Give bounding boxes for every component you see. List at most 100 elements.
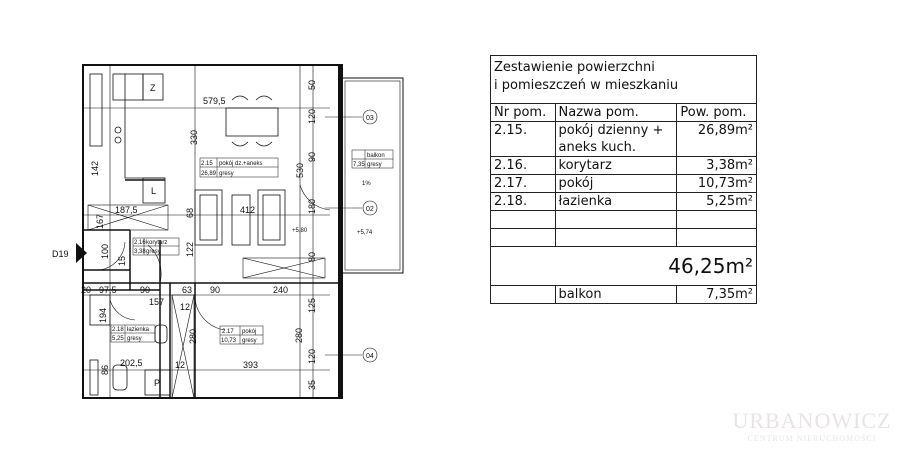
empty-row [490, 228, 757, 247]
balcony [341, 77, 404, 274]
row-name: pokój dzienny + aneks kuch. [554, 121, 678, 157]
door-swings [99, 184, 331, 331]
room-label-balcony: balkon 7,35 gresy [351, 149, 394, 169]
dim: 167 [95, 214, 105, 229]
dim: 12 [175, 360, 185, 370]
slope-mark: 1% [362, 181, 371, 187]
row-name-line1: pokój dzienny + [558, 123, 664, 138]
balcony-name: balkon [554, 285, 678, 304]
header-area: Pow. pom. [676, 103, 757, 122]
hatched-areas [87, 204, 326, 399]
dim: 80 [307, 252, 317, 262]
door-label: D19 [52, 249, 69, 259]
row-area: 10,73m² [676, 174, 757, 193]
room-area: 7,35 [353, 162, 365, 168]
dim: 280 [294, 328, 304, 343]
dim: 50 [307, 80, 317, 90]
room-area: 3,38 [134, 249, 146, 255]
room-label-2-17: 2.17 pokój 10,73 gresy [219, 325, 264, 345]
row-name: korytarz [554, 156, 678, 175]
room-area: 5,25 [112, 336, 124, 342]
room-name: pokój dz.+aneks [219, 161, 263, 167]
level-mark: +5,80 [292, 228, 308, 234]
row-area: 3,38m² [676, 156, 757, 175]
balcony-railing [344, 80, 401, 271]
empty-row [490, 210, 757, 229]
axis-markers [325, 109, 378, 363]
kitchen-counter [89, 73, 166, 204]
row-nr: 2.17. [490, 174, 556, 193]
dim: 412 [240, 205, 255, 215]
room-floor: gresy [146, 249, 161, 255]
row-nr: 2.16. [490, 156, 556, 175]
total-area: 46,25m² [490, 246, 757, 286]
dim: 100 [100, 244, 110, 259]
sofa-set [194, 189, 286, 246]
title-line-2: i pomieszczeń w mieszkaniu [494, 78, 679, 93]
row-area: 5,25m² [676, 192, 757, 211]
table-title: Zestawienie powierzchni i pomieszczeń w … [490, 55, 757, 104]
room-number: 2.17 [222, 329, 234, 335]
dim: 240 [273, 285, 288, 295]
row-nr: 2.18. [490, 192, 556, 211]
room-floor: gresy [219, 171, 234, 177]
header-name: Nazwa pom. [554, 103, 678, 122]
room-floor: gresy [242, 338, 257, 344]
room-label-2-16: 2.16 korytarz 3,38 gresy [132, 237, 180, 256]
bathroom-fixtures [89, 294, 168, 396]
room-name: balkon [367, 153, 385, 159]
room-floor: gresy [367, 162, 382, 168]
dim: 86 [100, 365, 110, 375]
room-number: 2.16 [134, 240, 146, 246]
room-area: 10,73 [221, 338, 237, 344]
balcony-row: balkon 7,35m² [490, 285, 757, 304]
fixture-fridge: Z [150, 83, 156, 93]
room-label-2-15: 2.15 pokój dz.+aneks 26,89 gresy [199, 157, 279, 178]
room-name: korytarz [146, 240, 167, 246]
dim: 202,5 [120, 358, 143, 368]
dim: 530 [295, 163, 305, 178]
area-summary-table: Zestawienie powierzchni i pomieszczeń w … [490, 55, 757, 304]
balcony-area: 7,35m² [676, 285, 757, 304]
dim: 90 [140, 285, 150, 295]
table-header: Nr pom. Nazwa pom. Pow. pom. [490, 103, 757, 122]
room-name: łazienka [127, 327, 150, 333]
axis-04: 04 [366, 353, 374, 360]
row-name: pokój [554, 174, 678, 193]
dim: 120 [307, 349, 317, 364]
room-number: 2.15 [201, 161, 213, 167]
dim: 280 [188, 329, 198, 344]
dining-table [225, 95, 279, 147]
axis-03: 03 [366, 115, 374, 122]
dim: 15 [117, 256, 127, 266]
dim: 122 [185, 242, 195, 257]
room-area: 26,89 [201, 171, 217, 177]
header-nr: Nr pom. [490, 103, 556, 122]
level-mark: +5,74 [357, 230, 373, 236]
fixture-l: L [151, 186, 156, 196]
room-label-2-18: 2.18 łazienka 5,25 gresy [110, 324, 156, 343]
watermark-tagline: CENTRUM NIERUCHOMOŚCI [747, 434, 877, 443]
floor-plan: Z L P D19 03 02 [52, 64, 404, 399]
dim: 90 [210, 285, 220, 295]
dim: 120 [307, 109, 317, 124]
dim: 157 [149, 297, 164, 307]
dim: 330 [189, 130, 199, 145]
dimension-lines [83, 65, 330, 398]
dim: 97,5 [99, 285, 117, 295]
watermark-logo: URBANOWICZ CENTRUM NIERUCHOMOŚCI [732, 408, 892, 443]
dim: 125 [307, 298, 317, 313]
dim: 194 [98, 308, 108, 323]
dim: 68 [185, 208, 195, 218]
dim: 35 [307, 380, 317, 390]
dim: 20 [81, 285, 91, 295]
row-area: 26,89m² [676, 121, 757, 157]
dim: 187,5 [115, 205, 138, 215]
row-nr: 2.15. [490, 121, 556, 157]
row-name-line2: aneks kuch. [558, 140, 637, 155]
table-row: 2.16. korytarz 3,38m² [490, 156, 757, 175]
table-row: 2.17. pokój 10,73m² [490, 174, 757, 193]
axis-02: 02 [366, 206, 374, 213]
entrance-arrow-icon [76, 243, 87, 263]
dim: 63 [182, 285, 192, 295]
